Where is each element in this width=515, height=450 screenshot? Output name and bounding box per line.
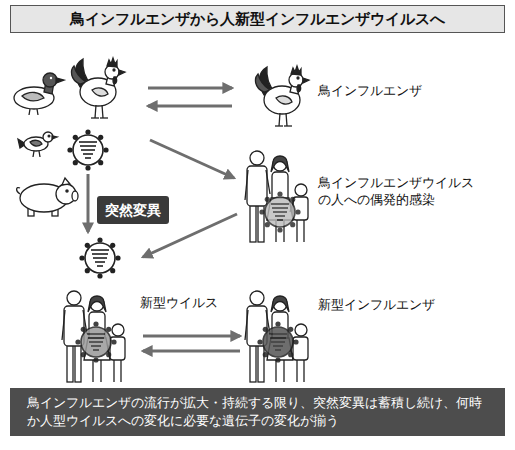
flow-arrow [148, 105, 232, 108]
flow-arrow [87, 174, 90, 232]
wild-bird-figure [18, 132, 57, 157]
figure-group: 新型ウイルス [60, 238, 140, 385]
family-figure [62, 291, 125, 382]
box-label: 突然変異 [105, 201, 161, 219]
flow-arrow [143, 335, 240, 338]
figure-group: 鳥インフルエンザ [252, 62, 308, 128]
virus-icon [75, 321, 116, 362]
caption-band: 鳥インフルエンザの流行が拡大・持続する限り、突然変異は蓄積し続け、何時か人型ウイ… [10, 388, 505, 436]
figure-group: 新型インフルエンザ [243, 290, 313, 385]
rooster-figure [72, 58, 125, 118]
virus-icon [259, 191, 300, 232]
figure-label: 鳥インフルエンザ [318, 82, 422, 99]
flow-arrow [143, 350, 240, 353]
figure-label: 鳥インフルエンザウイルス の人への偶発的感染 [318, 174, 487, 208]
chicken-figure [256, 66, 309, 126]
figure-label: 新型インフルエンザ [318, 296, 435, 313]
virus-icon [67, 129, 108, 170]
family-figure [245, 291, 308, 382]
figure-label: 新型ウイルス [140, 294, 218, 311]
title-bar: 鳥インフルエンザから人新型インフルエンザウイルスへ [10, 5, 505, 33]
virus-icon [79, 237, 120, 278]
virus-icon [257, 321, 298, 362]
flow-arrow [150, 140, 234, 178]
caption-text: 鳥インフルエンザの流行が拡大・持続する限り、突然変異は蓄積し続け、何時か人型ウイ… [27, 394, 488, 430]
pig-figure [17, 178, 78, 216]
flow-arrow [148, 87, 232, 90]
process-box: 突然変異 [97, 196, 169, 224]
duck-figure [14, 73, 64, 115]
figure-group: 鳥インフルエンザウイルス の人への偶発的感染 [240, 150, 314, 242]
title-text: 鳥インフルエンザから人新型インフルエンザウイルスへ [70, 10, 445, 29]
family-figure [245, 151, 308, 242]
